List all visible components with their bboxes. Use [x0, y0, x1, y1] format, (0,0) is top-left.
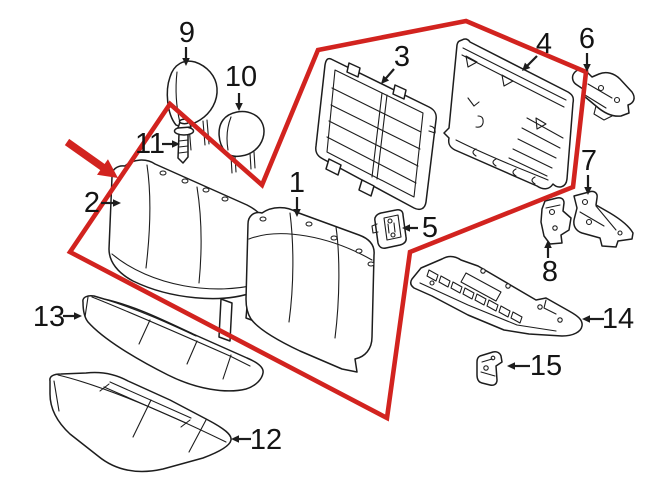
- callout-2-number: 2: [84, 187, 100, 219]
- callout-4: 4: [522, 28, 552, 71]
- part-2-details: [111, 164, 263, 290]
- callout-5-number: 5: [422, 212, 438, 244]
- callout-8-number: 8: [542, 256, 558, 288]
- callout-9-number: 9: [179, 17, 195, 49]
- part-4-outline: [443, 38, 575, 190]
- part-7-details: [579, 198, 623, 236]
- part-15-details: [480, 355, 496, 377]
- part-13-details: [84, 296, 251, 380]
- callout-6-number: 6: [579, 23, 595, 55]
- part-11-headrest-bolt: [173, 118, 195, 164]
- callout-12-number: 12: [250, 424, 282, 456]
- part-6-details: [584, 83, 621, 121]
- part-8-details: [545, 204, 561, 231]
- callout-3-arrow-head: [381, 75, 390, 84]
- highlight-arrow-shaft: [64, 138, 108, 172]
- callout-13: 13: [33, 301, 82, 333]
- callout-12-arrow-head: [231, 435, 239, 443]
- callout-14-arrow-head: [582, 315, 590, 323]
- callout-4-arrow-shaft: [526, 55, 538, 67]
- callout-15-number: 15: [530, 350, 562, 382]
- part-4-seat-back-board: [443, 38, 575, 190]
- part-4-details: [455, 47, 567, 185]
- part-1-outline: [245, 206, 375, 373]
- callout-7-arrow-head: [584, 187, 592, 195]
- part-6-hinge-bracket-upper: [571, 68, 635, 121]
- callout-8-arrow-head: [544, 240, 552, 248]
- part-10-outline: [218, 110, 265, 158]
- part-3-outline: [315, 57, 437, 211]
- part-8-outline: [540, 197, 572, 245]
- part-11-outline: [177, 133, 189, 164]
- part-11-details: [173, 118, 195, 154]
- callout-12: 12: [231, 424, 282, 456]
- callout-14-number: 14: [602, 303, 634, 335]
- callout-7: 7: [581, 145, 597, 195]
- callout-3-arrow-shaft: [384, 68, 395, 80]
- highlight-region-outline: [66, 18, 589, 422]
- callout-13-arrow-head: [74, 312, 82, 320]
- callout-6-arrow-head: [583, 64, 591, 72]
- part-7-outline: [573, 190, 634, 248]
- part-15-outline: [476, 351, 503, 386]
- part-13-outline: [82, 295, 264, 392]
- callout-15: 15: [507, 350, 562, 382]
- part-1-details: [248, 212, 375, 339]
- part-5-details: [371, 214, 402, 241]
- callout-10-number: 10: [225, 61, 257, 93]
- callout-11: 11: [135, 128, 180, 160]
- highlight-layer: [64, 18, 589, 422]
- part-14-outline: [409, 255, 583, 337]
- part-3-seat-back-frame: [315, 57, 437, 211]
- callout-1: 1: [289, 167, 305, 217]
- callout-10-arrow-head: [235, 103, 243, 111]
- callout-8: 8: [542, 240, 558, 288]
- callout-1-arrow-head: [293, 209, 301, 217]
- callout-9: 9: [179, 17, 195, 66]
- callout-1-number: 1: [289, 167, 305, 199]
- callout-9-arrow-head: [182, 58, 190, 66]
- highlight-arrow-head: [96, 159, 118, 178]
- callout-5: 5: [402, 212, 438, 244]
- part-14-details: [419, 268, 563, 332]
- part-12-seat-cushion-lower: [49, 371, 232, 473]
- callout-10: 10: [225, 61, 257, 111]
- part-5-outline: [374, 209, 407, 249]
- part-5-lock-striker: [371, 209, 407, 249]
- parts-layer: [49, 38, 635, 473]
- part-14-floor-panel: [409, 255, 583, 337]
- callout-13-number: 13: [33, 301, 65, 333]
- part-3-details: [325, 62, 436, 198]
- callout-5-arrow-head: [402, 224, 410, 232]
- part-15-floor-bracket: [476, 351, 503, 386]
- callout-7-number: 7: [581, 145, 597, 177]
- part-9-outline: [166, 60, 218, 127]
- callout-11-number: 11: [135, 128, 165, 160]
- callout-15-arrow-head: [507, 362, 515, 370]
- part-7-hinge-bracket-lower: [573, 190, 634, 248]
- callout-14: 14: [582, 303, 634, 335]
- callout-4-number: 4: [536, 28, 552, 60]
- callout-2: 2: [84, 187, 121, 219]
- part-12-details: [53, 374, 227, 453]
- callout-6: 6: [579, 23, 595, 72]
- part-8-hinge-bracket-inner: [540, 197, 572, 245]
- part-13-seat-cushion-upper: [82, 295, 264, 392]
- callout-11-arrow-head: [172, 140, 180, 148]
- part-10-headrest-center: [218, 110, 265, 174]
- callout-4-arrow-head: [522, 62, 531, 71]
- part-1-seat-back-right: [245, 206, 375, 373]
- callout-3-number: 3: [394, 41, 410, 73]
- callout-3: 3: [381, 41, 410, 84]
- callout-2-arrow-head: [113, 199, 121, 207]
